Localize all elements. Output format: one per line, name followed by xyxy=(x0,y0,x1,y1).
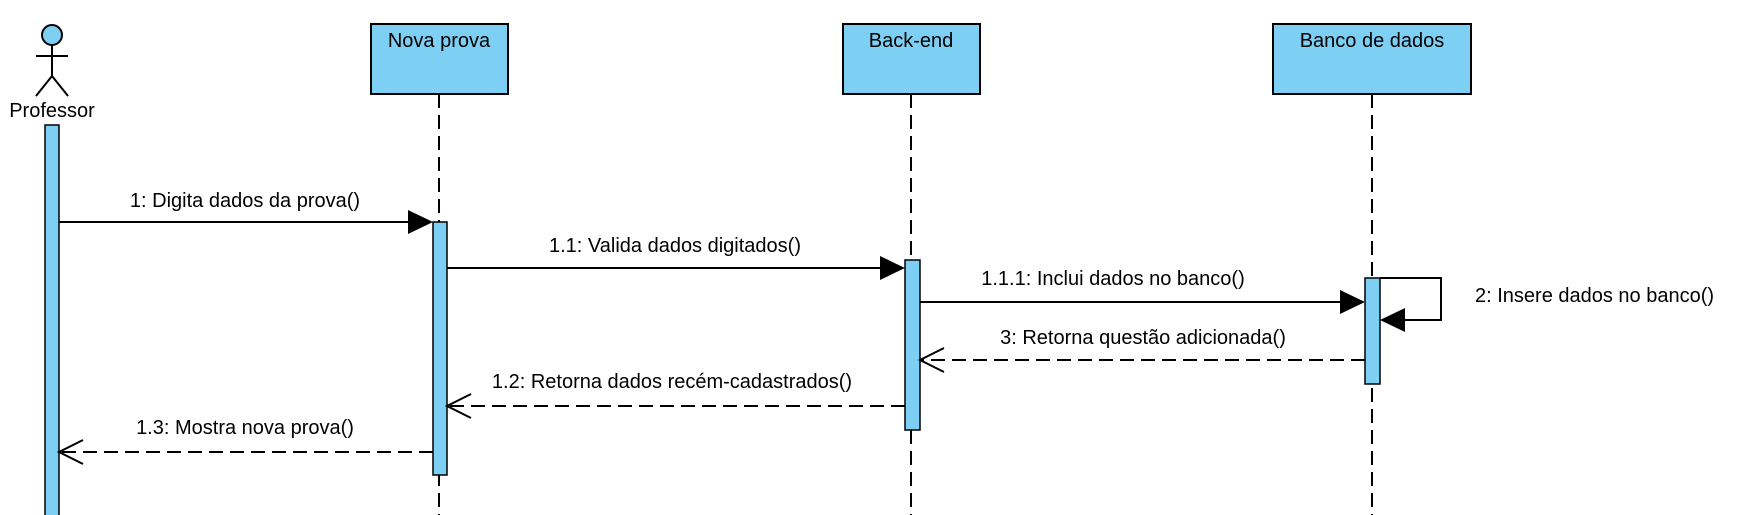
participant-nova-prova: Nova prova xyxy=(370,23,509,95)
participant-box xyxy=(370,23,509,95)
message-label: 2: Insere dados no banco() xyxy=(1475,285,1714,307)
message-1-1-1: 1.1.1: Inclui dados no banco() xyxy=(920,268,1365,314)
message-label: 1: Digita dados da prova() xyxy=(130,190,360,212)
actor-head xyxy=(41,24,63,46)
message-label: 1.2: Retorna dados recém-cadastrados() xyxy=(492,371,852,393)
actor-label: Professor xyxy=(9,100,95,122)
participant-back-end: Back-end xyxy=(842,23,981,95)
arrowhead-open xyxy=(917,347,945,373)
participant-label: Back-end xyxy=(869,30,954,52)
activation-nova-prova xyxy=(432,221,448,476)
arrowhead-filled xyxy=(408,210,433,234)
participant-box xyxy=(842,23,981,95)
message-1-1: 1.1: Valida dados digitados() xyxy=(447,235,905,280)
arrowhead-open xyxy=(56,439,84,465)
arrowhead-filled xyxy=(880,256,905,280)
activation-banco-de-dados xyxy=(1364,277,1381,385)
participant-label: Nova prova xyxy=(388,30,491,52)
message-1: 1: Digita dados da prova() xyxy=(59,190,433,234)
activation-back-end xyxy=(904,259,921,431)
message-1-3-return: 1.3: Mostra nova prova() xyxy=(56,417,433,465)
message-1-2-return: 1.2: Retorna dados recém-cadastrados() xyxy=(444,371,905,419)
participant-banco-de-dados: Banco de dados xyxy=(1272,23,1472,95)
arrowhead-filled xyxy=(1380,308,1405,332)
message-label: 3: Retorna questão adicionada() xyxy=(1000,327,1286,349)
actor-left-leg xyxy=(35,75,53,97)
message-label: 1.1.1: Inclui dados no banco() xyxy=(981,268,1245,290)
message-label: 1.1: Valida dados digitados() xyxy=(549,235,801,257)
message-3-return: 3: Retorna questão adicionada() xyxy=(917,327,1365,373)
actor-right-leg xyxy=(51,75,69,97)
actor-professor: Professor xyxy=(9,24,95,122)
participant-box xyxy=(1272,23,1472,95)
activation-professor xyxy=(44,124,60,515)
arrowhead-filled xyxy=(1340,290,1365,314)
participant-label: Banco de dados xyxy=(1300,30,1445,52)
message-line xyxy=(1380,277,1442,321)
arrowhead-open xyxy=(444,393,472,419)
message-label: 1.3: Mostra nova prova() xyxy=(136,417,354,439)
message-2-self: 2: Insere dados no banco() xyxy=(1380,277,1714,332)
